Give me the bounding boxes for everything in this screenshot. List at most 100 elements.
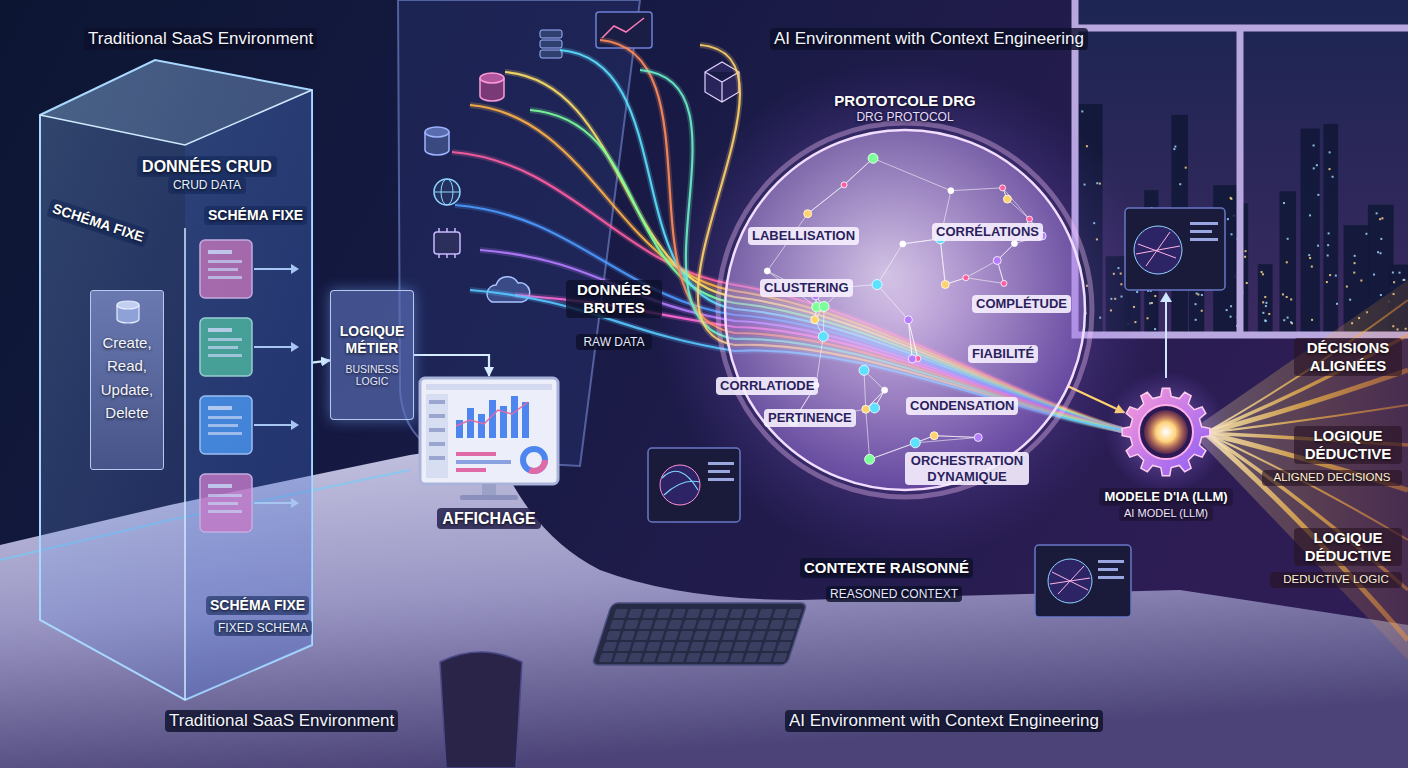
city-light xyxy=(1230,198,1232,200)
data-source-icon xyxy=(487,277,530,302)
keyboard-key xyxy=(733,642,748,651)
keyboard-key xyxy=(671,653,686,662)
keyboard-key xyxy=(689,642,704,651)
data-stream xyxy=(600,40,1122,430)
document-card xyxy=(208,328,232,332)
keyboard-key xyxy=(758,653,773,662)
keyboard-key xyxy=(773,609,788,618)
outcome-label: DÉCISIONS ALIGNÉES xyxy=(1294,338,1402,376)
window-frame xyxy=(1075,0,1408,335)
city-light xyxy=(1316,164,1318,166)
network-link xyxy=(966,260,997,277)
network-link xyxy=(844,158,873,185)
city-light xyxy=(1179,183,1181,185)
network-link xyxy=(997,260,1004,283)
data-source-icon xyxy=(596,12,652,48)
city-light xyxy=(1380,294,1382,296)
network-link xyxy=(1014,236,1042,244)
city-light xyxy=(1245,250,1247,252)
data-stream-glow xyxy=(560,50,1122,430)
keyboard-key xyxy=(613,609,628,618)
window-glass xyxy=(1075,0,1408,335)
city-light xyxy=(1283,202,1285,204)
outcome-label-wrap: LOGIQUE DÉDUCTIVE xyxy=(1294,426,1402,464)
network-link xyxy=(997,244,1014,261)
city-building xyxy=(1189,223,1204,335)
city-light xyxy=(1327,254,1329,256)
network-link xyxy=(844,158,873,185)
city-light xyxy=(1309,257,1311,259)
city-light xyxy=(1328,232,1330,234)
document-card xyxy=(208,338,242,341)
city-light xyxy=(1393,281,1395,283)
city-light xyxy=(1377,251,1379,253)
city-light xyxy=(1286,296,1288,298)
network-link xyxy=(866,408,875,409)
city-light xyxy=(1262,312,1264,314)
keyboard-key xyxy=(744,653,759,662)
node-title: AFFICHAGE xyxy=(437,508,540,529)
city-light xyxy=(1136,291,1138,293)
city-light xyxy=(1230,316,1232,318)
tower-outline xyxy=(40,60,312,700)
city-light xyxy=(1365,233,1367,235)
city-light xyxy=(1227,218,1229,220)
floating-screen xyxy=(1048,559,1092,603)
city-light xyxy=(1130,270,1132,272)
document-card xyxy=(291,420,299,430)
city-light xyxy=(1151,302,1153,304)
keyboard-key xyxy=(610,620,625,629)
city-light xyxy=(1327,244,1329,246)
section-heading-wrap: Traditional SaaS Environment xyxy=(84,28,317,50)
network-dot xyxy=(804,210,812,218)
network-link xyxy=(866,408,875,409)
data-stream-glow xyxy=(452,152,1122,430)
context-sublabel: REASONED CONTEXT xyxy=(826,586,962,602)
decision-beam xyxy=(1205,300,1408,433)
network-dot xyxy=(900,241,906,247)
city-light xyxy=(1354,262,1356,264)
data-stream xyxy=(470,290,1122,430)
network-link xyxy=(866,409,870,459)
keyboard-key xyxy=(639,620,654,629)
network-link xyxy=(934,436,978,438)
city-light xyxy=(1354,255,1356,257)
keyboard-key xyxy=(660,642,675,651)
floating-screen xyxy=(1190,222,1218,225)
text-area: Create, Read, Update, Delete xyxy=(91,291,163,432)
city-light xyxy=(1201,310,1203,312)
city-light xyxy=(1113,273,1115,275)
document-card xyxy=(208,406,232,410)
sphere-term-wrap: COMPLÉTUDE xyxy=(972,294,1071,313)
node-subtitle: DRG PROTOCOL xyxy=(856,110,953,124)
network-link xyxy=(940,239,945,285)
keyboard-key xyxy=(599,653,614,662)
floating-screen xyxy=(1050,566,1090,594)
decision-beam xyxy=(1205,405,1408,433)
schema-sublabel-wrap: FIXED SCHEMA xyxy=(214,618,312,636)
network-dot xyxy=(882,387,888,393)
data-source-icon xyxy=(540,40,562,48)
city-light xyxy=(1381,217,1383,219)
city-light xyxy=(1358,317,1360,319)
document-card xyxy=(291,342,299,352)
keyboard-key xyxy=(784,620,799,629)
network-dot xyxy=(1026,216,1032,222)
city-light xyxy=(1335,275,1337,277)
network-link xyxy=(824,287,844,306)
crud-panel: Create, Read, Update, Delete xyxy=(90,290,164,470)
floating-screen xyxy=(708,470,730,473)
network-link xyxy=(808,185,844,214)
city-light xyxy=(1290,298,1292,300)
section-heading: Traditional SaaS Environment xyxy=(165,710,398,732)
schema-label: SCHÉMA FIXE xyxy=(204,206,307,225)
decision-beam xyxy=(1205,433,1408,445)
data-stream xyxy=(455,205,1122,430)
city-light xyxy=(1237,296,1239,298)
keyboard-key xyxy=(628,653,643,662)
city-light xyxy=(1084,184,1086,186)
city-light xyxy=(1393,293,1395,295)
document-card xyxy=(208,494,242,497)
city-light xyxy=(1311,319,1313,321)
schema-label-wrap: SCHÉMA FIXE xyxy=(46,198,150,248)
